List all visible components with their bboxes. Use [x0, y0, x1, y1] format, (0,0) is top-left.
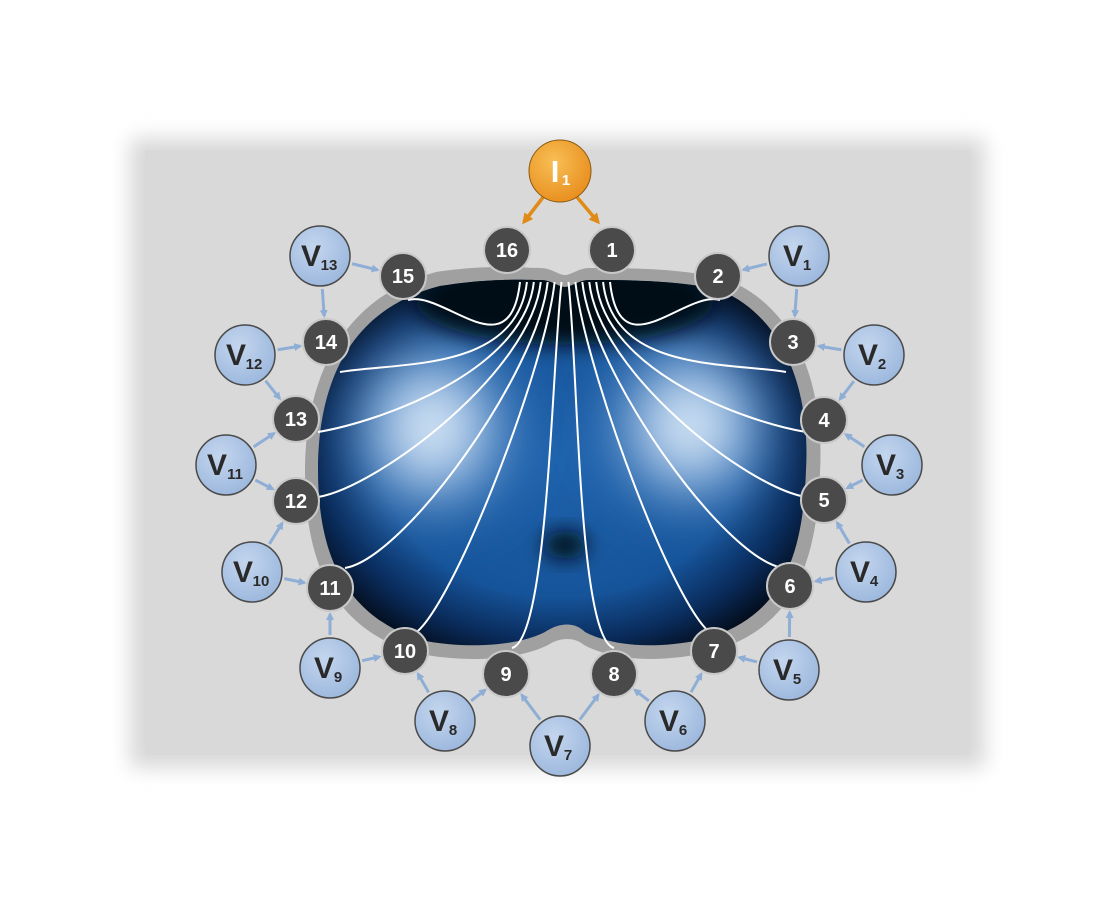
- voltage-letter: V: [773, 654, 793, 687]
- electrode-label: 7: [708, 641, 719, 663]
- electrode-9: 9: [483, 651, 529, 697]
- left-lung-region: [337, 323, 527, 533]
- electrode-8: 8: [591, 651, 637, 697]
- voltage-subscript: 6: [679, 722, 687, 739]
- electrode-label: 11: [319, 578, 340, 600]
- voltage-letter: V: [301, 240, 321, 273]
- measurement-arrow: [322, 289, 324, 316]
- electrode-14: 14: [303, 319, 349, 365]
- voltage-letter: V: [850, 556, 870, 589]
- voltage-subscript: 1: [803, 257, 811, 274]
- voltage-letter: V: [659, 705, 679, 738]
- voltage-subscript: 11: [227, 466, 243, 483]
- electrode-label: 16: [496, 240, 518, 262]
- electrode-2: 2: [695, 253, 741, 299]
- electrode-13: 13: [273, 396, 319, 442]
- electrode-6: 6: [767, 563, 813, 609]
- voltage-subscript: 2: [878, 356, 886, 373]
- electrode-label: 8: [608, 664, 619, 686]
- electrode-label: 13: [285, 409, 307, 431]
- electrode-12: 12: [273, 478, 319, 524]
- electrode-1: 1: [589, 227, 635, 273]
- electrode-10: 10: [382, 628, 428, 674]
- electrode-label: 6: [784, 576, 795, 598]
- current-circle: [529, 140, 591, 202]
- electrode-15: 15: [380, 253, 426, 299]
- electrode-label: 14: [315, 332, 338, 354]
- electrode-11: 11: [307, 565, 353, 611]
- electrode-label: 3: [787, 332, 798, 354]
- voltage-letter: V: [429, 705, 449, 738]
- current-subscript: 1: [562, 172, 570, 189]
- electrode-4: 4: [801, 397, 847, 443]
- voltage-letter: V: [544, 730, 564, 763]
- voltage-letter: V: [226, 339, 246, 372]
- electrode-label: 4: [818, 410, 830, 432]
- electrode-label: 10: [394, 641, 416, 663]
- electrode-label: 15: [392, 266, 414, 288]
- voltage-subscript: 10: [253, 573, 270, 590]
- voltage-letter: V: [314, 652, 334, 685]
- voltage-letter: V: [783, 240, 803, 273]
- electrode-5: 5: [801, 477, 847, 523]
- electrode-label: 2: [712, 266, 723, 288]
- voltage-letter: V: [858, 339, 878, 372]
- spine-region: [543, 531, 587, 559]
- right-lung-region: [595, 325, 785, 525]
- measurement-arrow: [795, 289, 797, 316]
- voltage-letter: V: [233, 556, 253, 589]
- voltage-subscript: 12: [246, 356, 263, 373]
- voltage-subscript: 3: [896, 466, 904, 483]
- voltage-letter: V: [876, 449, 896, 482]
- electrode-7: 7: [691, 628, 737, 674]
- electrode-label: 12: [285, 491, 307, 513]
- voltage-subscript: 8: [449, 722, 457, 739]
- voltage-subscript: 4: [870, 573, 879, 590]
- voltage-subscript: 13: [321, 257, 338, 274]
- electrode-label: 5: [818, 490, 829, 512]
- electrode-label: 9: [500, 664, 511, 686]
- electrode-16: 16: [484, 227, 530, 273]
- voltage-subscript: 7: [564, 747, 572, 764]
- electrode-3: 3: [770, 319, 816, 365]
- voltage-subscript: 9: [334, 669, 342, 686]
- voltage-subscript: 5: [793, 671, 801, 688]
- electrode-label: 1: [606, 240, 617, 262]
- current-letter: I: [551, 154, 560, 189]
- voltage-letter: V: [207, 449, 227, 482]
